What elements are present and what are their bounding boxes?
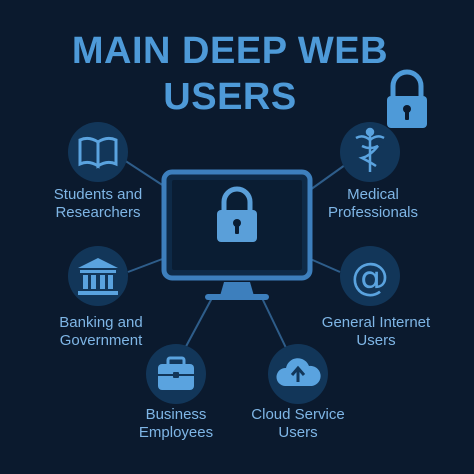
label-internet-line1: General Internet <box>321 314 431 331</box>
title-line-2: USERS <box>163 76 297 118</box>
label-medical-line1: Medical <box>347 186 399 203</box>
label-banking: Banking and Government <box>48 314 154 350</box>
label-internet-line2: Users <box>356 332 396 349</box>
label-cloud-line2: Users <box>278 424 318 441</box>
business-node <box>146 344 206 404</box>
label-internet: General Internet Users <box>312 314 440 350</box>
book-icon <box>78 136 118 169</box>
students-node <box>68 122 128 182</box>
label-students-line2: Researchers <box>55 204 141 221</box>
medical-node <box>340 122 400 182</box>
caduceus-icon <box>355 127 385 172</box>
label-banking-line2: Government <box>59 332 143 349</box>
connector-internet <box>307 257 341 273</box>
label-students: Students and Researchers <box>48 186 148 222</box>
label-students-line1: Students and <box>53 186 143 203</box>
label-business: Business Employees <box>126 406 226 442</box>
connector-medical <box>309 164 346 191</box>
label-business-line1: Business <box>145 406 207 423</box>
label-medical-line2: Professionals <box>327 204 419 221</box>
label-medical: Medical Professionals <box>318 186 428 222</box>
connector-banking <box>127 257 166 273</box>
bank-icon <box>78 258 118 295</box>
internet-node: @ <box>340 246 400 306</box>
cloud-upload-icon <box>276 358 321 386</box>
label-cloud-line1: Cloud Service <box>251 406 345 423</box>
label-cloud: Cloud Service Users <box>248 406 348 442</box>
connector-business <box>182 297 213 353</box>
cloud-node <box>268 344 328 404</box>
briefcase-icon <box>158 356 194 390</box>
label-business-line2: Employees <box>138 424 214 441</box>
monitor-lock-icon <box>161 169 313 300</box>
banking-node <box>68 246 128 306</box>
title-line-1: MAIN DEEP WEB <box>71 30 389 72</box>
at-sign-icon: @ <box>351 255 389 299</box>
padlock-icon <box>387 69 427 128</box>
label-banking-line1: Banking and <box>59 314 143 331</box>
connector-cloud <box>261 297 289 353</box>
